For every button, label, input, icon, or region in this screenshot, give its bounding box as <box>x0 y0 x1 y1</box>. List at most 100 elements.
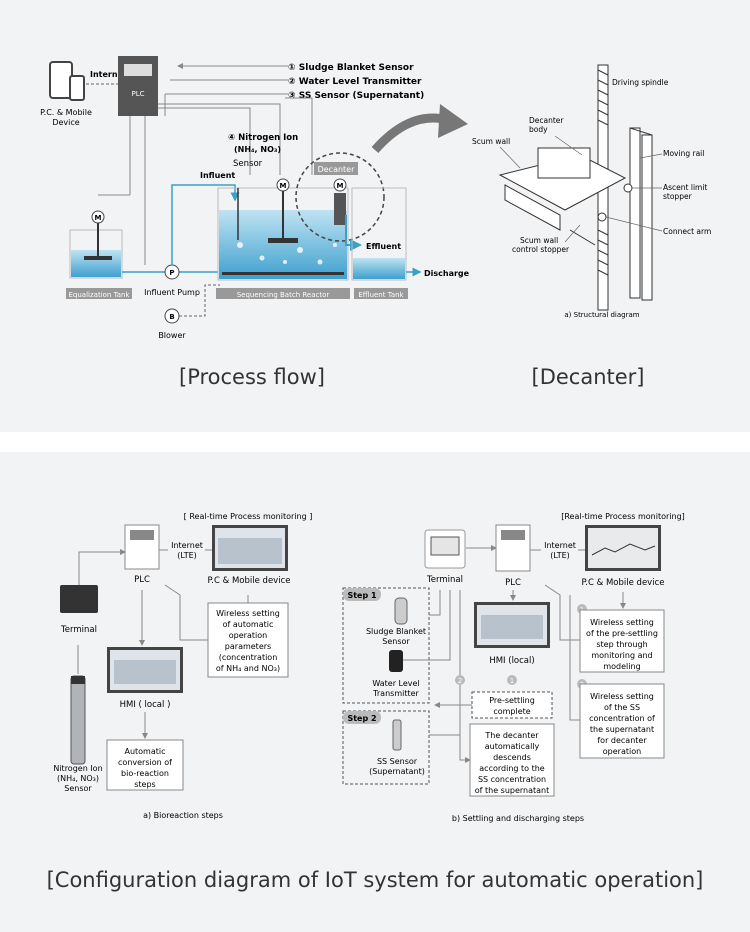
a-terminal-device <box>60 585 98 613</box>
mixer-motor-1-icon: M <box>95 214 102 222</box>
a-internet-label-2: (LTE) <box>177 551 197 560</box>
scum-wall-label: Scum wall <box>472 137 510 146</box>
a-nitrogen-sensor <box>70 675 86 765</box>
internet-label: Internet <box>90 70 127 79</box>
b-w1-4: monitoring and <box>591 651 652 660</box>
b-dec-3: descends <box>493 753 531 762</box>
blower-icon: B <box>169 313 174 321</box>
decanter-caption: [Decanter] <box>532 365 645 389</box>
b-decanter-desc-box <box>469 723 555 797</box>
structural-diagram-caption: a) Structural diagram <box>564 311 639 319</box>
equalization-tank-label: Equalization Tank <box>69 291 131 299</box>
b-sludge-1: Sludge Blanket <box>366 627 426 636</box>
nitrogen-label-2: (NH₄, NO₃) <box>234 145 281 154</box>
config-bioreaction: [ Real-time Process monitoring ] PLC Int… <box>53 512 312 820</box>
a-wireless-1: Wireless setting <box>216 609 280 618</box>
b-w1-3: step through <box>596 640 647 649</box>
a-auto-4: steps <box>134 780 155 789</box>
step1-box <box>342 587 430 704</box>
b-dec-4: according to the <box>479 764 545 773</box>
b-ss-1: SS Sensor <box>377 757 418 766</box>
a-terminal-label: Terminal <box>60 625 97 635</box>
b-marker-1a: 1 <box>510 677 514 685</box>
b-water-1: Water Level <box>372 679 419 688</box>
a-wireless-box <box>207 602 289 678</box>
effluent-tank <box>351 187 407 281</box>
a-auto-1: Automatic <box>124 747 165 756</box>
b-dec-2: automatically <box>485 742 540 751</box>
b-presettling-box <box>471 691 553 719</box>
effluent-label: Effluent <box>366 242 401 251</box>
phone-icon <box>69 75 85 101</box>
a-wireless-3: operation <box>229 631 267 640</box>
b-pc-label: P.C & Mobile device <box>582 578 665 588</box>
step2-box <box>342 710 430 785</box>
step2-label: Step 2 <box>347 714 376 723</box>
step1-label: Step 1 <box>347 591 377 600</box>
main-caption: [Configuration diagram of IoT system for… <box>47 868 704 892</box>
b-realtime-label: [Real-time Process monitoring] <box>561 512 685 521</box>
decanter-body-label-2: body <box>529 125 548 134</box>
pump-icon: P <box>169 269 174 277</box>
scum-stopper-label-1: Scum wall <box>520 236 558 245</box>
a-nitrogen-1: Nitrogen Ion <box>53 764 102 773</box>
b-w2-6: operation <box>603 747 641 756</box>
a-sub-caption: a) Bioreaction steps <box>143 811 223 820</box>
sensor-3-label: ③ SS Sensor (Supernatant) <box>288 91 424 101</box>
b-terminal-label: Terminal <box>426 575 463 585</box>
scum-stopper-label-2: control stopper <box>512 245 570 254</box>
driving-spindle-label: Driving spindle <box>612 78 669 87</box>
b-water-2: Transmitter <box>372 689 419 698</box>
a-wireless-4: parameters <box>225 642 271 651</box>
b-w1-1: Wireless setting <box>590 618 654 627</box>
config-settling: [Real-time Process monitoring] Terminal … <box>342 512 685 823</box>
b-marker-2a: 2 <box>458 677 462 685</box>
nitrogen-label-1: ④ Nitrogen Ion <box>228 133 298 143</box>
b-internet-label-2: (LTE) <box>550 551 570 560</box>
b-sub-caption: b) Settling and discharging steps <box>452 814 584 823</box>
b-w1-2: of the pre-settling <box>586 629 658 638</box>
a-internet-label-1: Internet <box>171 541 203 550</box>
b-presettling-1: Pre-settling <box>489 696 535 705</box>
influent-label: Influent <box>200 171 235 180</box>
b-w2-2: of the SS <box>604 703 640 712</box>
a-realtime-label: [ Real-time Process monitoring ] <box>184 512 313 521</box>
a-auto-2: conversion of <box>118 758 172 767</box>
pc-mobile-label-1: P.C. & Mobile <box>40 108 92 117</box>
a-wireless-2: of automatic <box>223 620 274 629</box>
effluent-tank-label: Effluent Tank <box>358 291 404 299</box>
b-w2-box <box>579 683 665 759</box>
blower-label: Blower <box>158 331 186 340</box>
b-dec-1: The decanter <box>484 731 539 740</box>
b-hmi-label: HMI (local) <box>489 656 534 666</box>
a-nitrogen-2: (NH₄, NO₃) <box>57 774 99 783</box>
a-nitrogen-3: Sensor <box>64 784 92 793</box>
decanter-highlight <box>295 152 385 242</box>
ascent-limit-label-2: stopper <box>663 192 693 201</box>
b-dec-6: of the supernatant <box>475 786 550 795</box>
a-hmi-label: HMI ( local ) <box>120 700 171 710</box>
equalization-tank <box>69 229 123 279</box>
mixer-motor-2-icon: M <box>280 182 287 190</box>
sbr-label: Sequencing Batch Reactor <box>237 291 330 299</box>
b-w2-5: for decanter <box>597 736 647 745</box>
process-flow-caption: [Process flow] <box>179 365 325 389</box>
a-wireless-6: of NH₄ and NO₃) <box>216 664 280 673</box>
ascent-limit-label-1: Ascent limit <box>663 183 707 192</box>
pc-mobile-icon <box>49 61 73 99</box>
b-plc-label: PLC <box>505 578 521 588</box>
a-pc-label: P.C & Mobile device <box>208 576 291 586</box>
process-flow: Internet P.C. & Mobile Device PLC ① Slud… <box>40 56 470 389</box>
nitrogen-label-3: Sensor <box>233 159 263 169</box>
b-w1-box <box>579 609 665 673</box>
a-wireless-5: (concentration <box>219 653 278 662</box>
b-w1-5: modeling <box>603 662 640 671</box>
plc-label: PLC <box>131 90 144 98</box>
decanter-body-label-1: Decanter <box>529 116 564 125</box>
b-internet-label-1: Internet <box>544 541 576 550</box>
b-presettling-2: complete <box>493 707 530 716</box>
a-plc-label: PLC <box>134 575 150 585</box>
discharge-label: Discharge <box>424 269 470 278</box>
b-w2-3: concentration of <box>589 714 655 723</box>
b-w2-4: the supernatant <box>590 725 654 734</box>
